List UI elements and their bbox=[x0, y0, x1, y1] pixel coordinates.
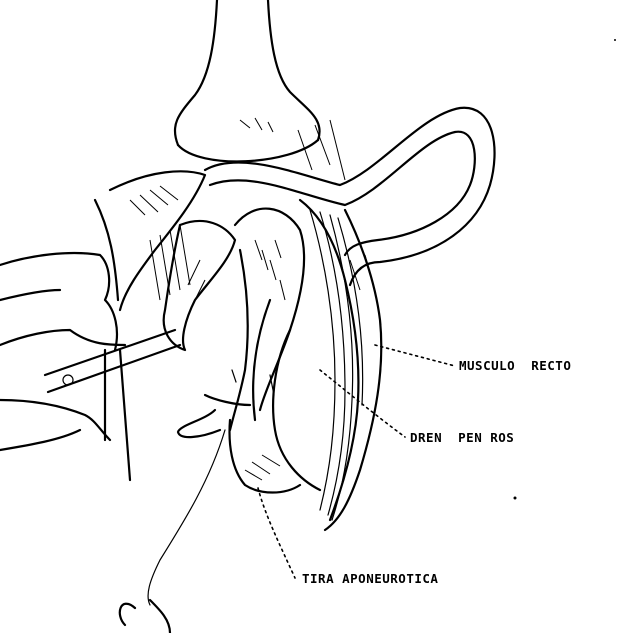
rectus-muscle bbox=[300, 200, 381, 530]
instrument bbox=[45, 330, 180, 480]
lower-pouch bbox=[178, 300, 320, 493]
label-musculo-recto: MUSCULO RECTO bbox=[459, 358, 571, 373]
speck bbox=[514, 497, 517, 500]
label-dren-penros: DREN PEN ROS bbox=[410, 430, 514, 445]
suture bbox=[120, 430, 225, 633]
hand bbox=[0, 253, 125, 450]
speck bbox=[614, 39, 616, 41]
label-tira-aponeurotica: TIRA APONEUROTICA bbox=[302, 571, 438, 586]
central-organ bbox=[164, 209, 304, 430]
left-tissue bbox=[95, 171, 205, 310]
upper-structure bbox=[175, 0, 320, 161]
